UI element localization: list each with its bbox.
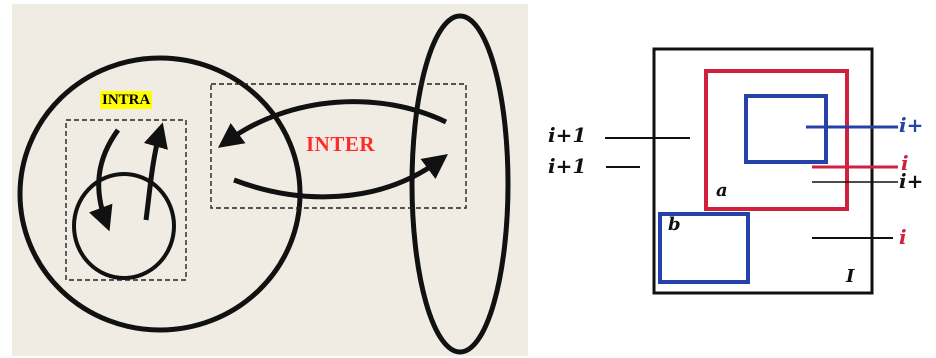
- inter-label: INTER: [306, 132, 376, 156]
- small-circle: [72, 172, 176, 280]
- region-label-a: a: [716, 180, 728, 201]
- right-label-red: i: [901, 151, 909, 175]
- inter-arrow-right: [233, 154, 449, 200]
- intra-arrow-down: [89, 128, 121, 232]
- right-label-blue: i+: [899, 113, 924, 137]
- intra-arrow-up: [143, 122, 168, 221]
- red-box: [704, 69, 849, 211]
- intra-dashed-box: [65, 119, 187, 281]
- blue-box-small: [658, 212, 750, 284]
- region-label-b: b: [668, 214, 681, 235]
- left-label-2: i+1: [548, 154, 587, 178]
- tall-ellipse: [409, 13, 511, 355]
- blue-box-inner: [744, 94, 828, 164]
- intra-label: INTRA: [100, 91, 153, 109]
- left-label-1: i+1: [548, 123, 587, 147]
- region-label-i: I: [846, 266, 855, 287]
- inter-arrow-left: [217, 99, 448, 148]
- large-circle: [17, 55, 303, 333]
- outer-box: [652, 47, 874, 295]
- right-label-black: i+: [899, 169, 924, 193]
- inter-dashed-box: [210, 83, 467, 209]
- right-label-bottom: i: [899, 225, 907, 249]
